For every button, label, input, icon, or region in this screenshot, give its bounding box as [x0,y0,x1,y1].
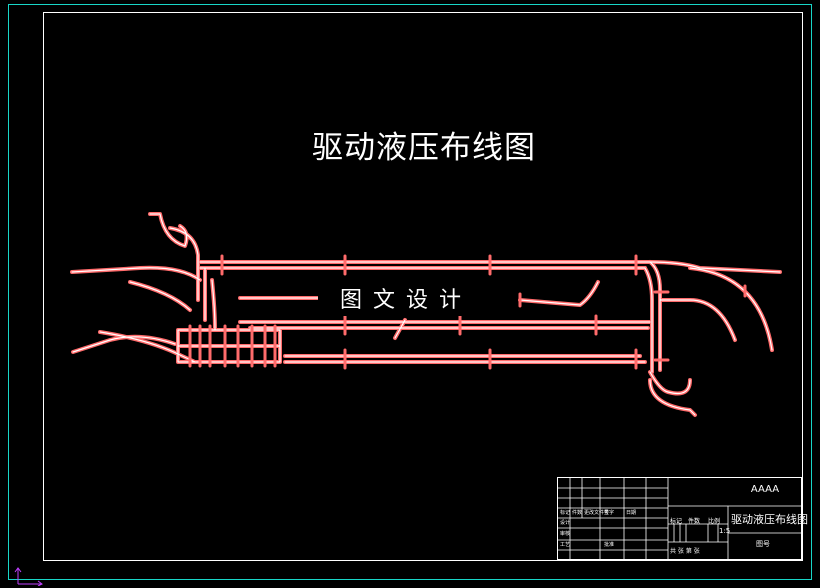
watermark-text: 图文设计 [340,288,473,313]
scale-value: 1:5 [719,527,731,535]
drawing-border [43,12,803,561]
mark-label-left: 标记 [560,510,571,516]
title-block-drawing-name: 驱动液压布线图 [731,513,808,526]
drawing-number-label: 图号 [756,540,770,548]
mark-label: 标记 [670,518,683,525]
process-label: 工艺 [560,542,571,548]
ucs-axis-icon [14,567,43,586]
drawing-outer-frame [8,4,812,580]
title-block-grid [558,478,803,561]
review-label: 审核 [560,531,571,537]
scale-label: 比例 [708,518,721,525]
approve-label: 批准 [604,542,615,548]
sign-label: 签字 [604,510,615,516]
drawing-title: 驱动液压布线图 [312,130,536,166]
project-code: AAAA [750,484,780,495]
pipe-cores [71,213,781,416]
qty-label-left: 件数 [572,510,583,516]
qty-label: 件数 [688,518,701,525]
design-label: 设计 [560,520,571,526]
date-label: 日期 [626,510,637,516]
watermark-background [318,280,498,316]
change-doc-label: 更改文件号 [584,510,610,516]
sheet-info: 共 张 第 张 [670,548,700,555]
pipe-clamps [188,254,747,370]
title-block: AAAA 驱动液压布线图 图号 1:5 比例 标记 件数 共 张 第 张 标记 … [557,477,808,561]
